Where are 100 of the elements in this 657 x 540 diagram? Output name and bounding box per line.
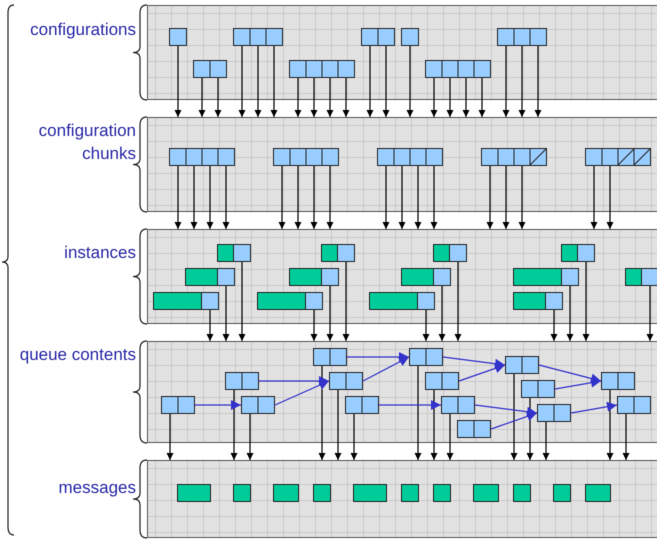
arrow [379, 400, 441, 410]
arrow [398, 166, 406, 229]
cell-block [425, 60, 491, 78]
arrow [502, 166, 510, 229]
cell-block [161, 396, 195, 414]
cell-block [409, 348, 443, 366]
cell-block [169, 148, 235, 166]
arrow [518, 166, 526, 229]
arrow [238, 46, 246, 117]
instance-bar [433, 244, 467, 262]
arrow [310, 166, 318, 229]
instance-bar [513, 268, 579, 286]
arrow [542, 422, 550, 460]
message-block [233, 484, 251, 502]
arrow [366, 46, 374, 117]
arrow [606, 390, 614, 460]
arrow [430, 390, 438, 460]
cell-block [241, 396, 275, 414]
arrow [550, 310, 558, 341]
cell-block [313, 348, 347, 366]
arrow [230, 390, 238, 460]
arrow [622, 414, 630, 460]
arrow [462, 78, 470, 117]
arrow [278, 166, 286, 229]
arrow [590, 166, 598, 229]
instance-bar [625, 268, 657, 286]
arrow [334, 390, 342, 460]
instance-bar [513, 292, 563, 310]
arrow [326, 166, 334, 229]
arrow [362, 356, 410, 382]
message-block [585, 484, 611, 502]
arrow [222, 166, 230, 229]
arrow [478, 78, 486, 117]
cell-block [425, 372, 459, 390]
instance-bar [289, 268, 339, 286]
arrow [259, 376, 329, 386]
arrow [198, 78, 206, 117]
arrow [414, 366, 422, 460]
arrow [446, 414, 454, 460]
row-label: configurations [29, 19, 136, 41]
arrow [310, 78, 318, 117]
arrow [430, 166, 438, 229]
cell-block [497, 28, 547, 46]
cell-block [481, 148, 547, 166]
message-block [553, 484, 571, 502]
arrow [326, 286, 334, 341]
arrow [342, 262, 350, 341]
cell-block [601, 372, 635, 390]
instance-bar [257, 292, 323, 310]
arrow [206, 166, 214, 229]
arrow [454, 262, 462, 341]
message-block [401, 484, 419, 502]
instance-bar [369, 292, 435, 310]
instance-bar [561, 244, 595, 262]
arrow [174, 46, 182, 117]
cell-block [521, 380, 555, 398]
arrow [294, 166, 302, 229]
arrow [406, 46, 414, 117]
arrow [347, 352, 409, 362]
instance-bar [401, 268, 451, 286]
arrow [474, 404, 538, 417]
arrow [538, 364, 602, 384]
instance-bar [153, 292, 219, 310]
arrow [382, 166, 390, 229]
arrow [458, 364, 506, 382]
arrow [446, 78, 454, 117]
row-label: messages [58, 477, 136, 499]
arrow [566, 286, 574, 341]
arrow [246, 414, 254, 460]
arrow [438, 286, 446, 341]
arrow [195, 400, 241, 410]
cell-block [225, 372, 259, 390]
arrow [310, 310, 318, 341]
cell-block [169, 28, 187, 46]
arrow [582, 262, 590, 341]
row-label: queue contents [18, 344, 136, 366]
arrow [422, 310, 430, 341]
message-block [313, 484, 331, 502]
arrow [222, 286, 230, 341]
message-block [473, 484, 499, 502]
message-block [177, 484, 211, 502]
arrow [318, 366, 326, 460]
cell-block [617, 396, 651, 414]
arrow [442, 356, 506, 369]
arrow [294, 78, 302, 117]
arrow [166, 414, 174, 460]
instance-bar [185, 268, 235, 286]
arrow [490, 412, 538, 430]
arrow [190, 166, 198, 229]
cell-block [505, 356, 539, 374]
message-block [273, 484, 299, 502]
cell-block [537, 404, 571, 422]
row-label: configuration chunks [38, 120, 136, 165]
arrow [502, 46, 510, 117]
message-block [513, 484, 531, 502]
cell-block [441, 396, 475, 414]
arrow [254, 46, 262, 117]
cell-block [345, 396, 379, 414]
arrow [274, 380, 330, 406]
instance-bar [321, 244, 355, 262]
